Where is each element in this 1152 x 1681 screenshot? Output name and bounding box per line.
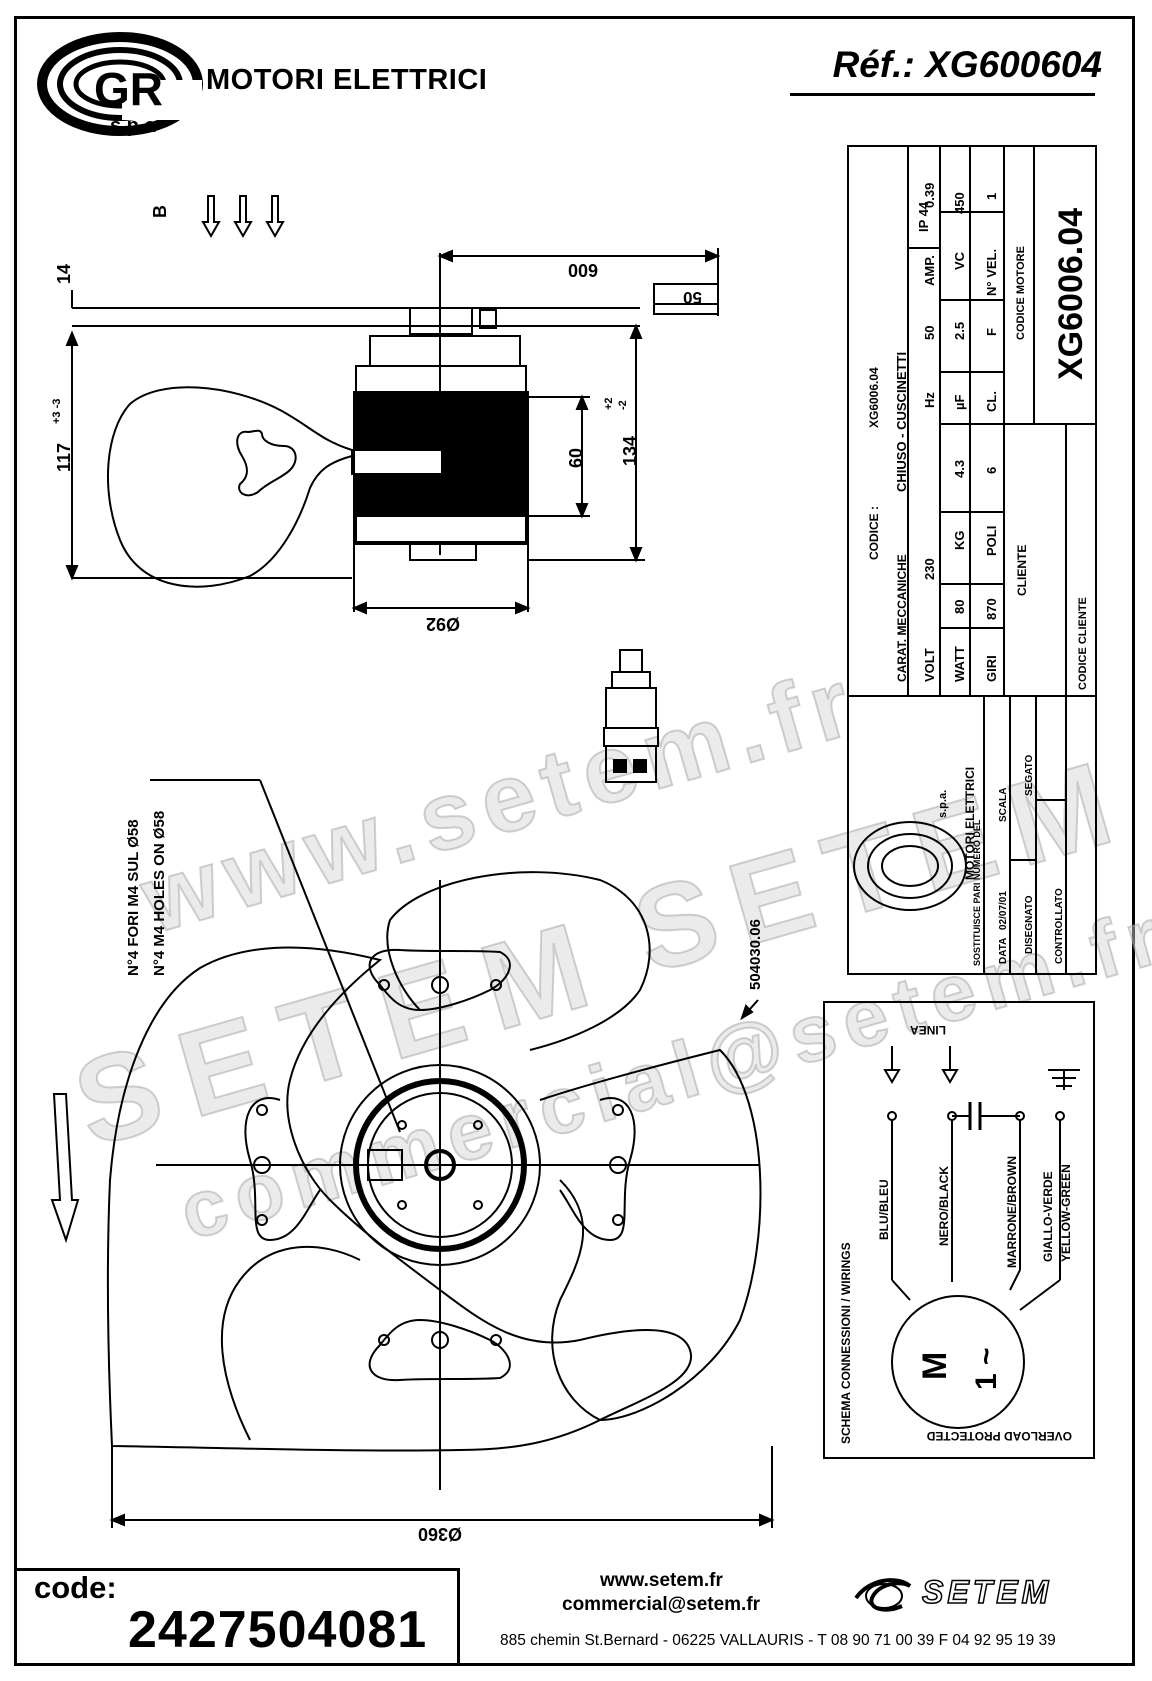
- motor-symbol: M: [916, 1352, 954, 1380]
- holes-label-en: N°4 M4 HOLES ON Ø58: [151, 811, 168, 976]
- spec-watt-label: WATT: [952, 646, 967, 682]
- dim-14: 14: [54, 264, 74, 284]
- footer-email[interactable]: commercial@setem.fr: [562, 1594, 761, 1615]
- dim-60: 60: [566, 448, 586, 468]
- code-label: code:: [34, 1570, 117, 1605]
- dim-134: 134: [620, 436, 640, 466]
- disegnato-label: DISEGNATO: [1024, 895, 1035, 954]
- data-label: DATA: [998, 938, 1009, 964]
- segato-label: SEGATO: [1024, 754, 1035, 796]
- sostituisce-label: SOSTITUISCE PARI NUMERO DEL: [972, 819, 982, 966]
- spec-nvel-label: N° VEL.: [984, 249, 999, 296]
- gr-logo: GR: [37, 32, 203, 136]
- spec-amp-value: 0.39: [922, 183, 937, 208]
- fan-front-view: [50, 779, 775, 1528]
- spec-kg-value: 4.3: [952, 460, 967, 478]
- spec-vc-label: VC: [952, 251, 967, 270]
- spec-vc-value: 450: [952, 192, 967, 214]
- spec-poli-value: 6: [984, 467, 999, 474]
- table-logo-spa: s.p.a.: [937, 790, 949, 818]
- phase-symbol: 1 ~: [970, 1347, 1003, 1390]
- linea-label: LINEA: [910, 1023, 946, 1037]
- spec-hz-value: 50: [922, 326, 937, 340]
- spec-table-lines: [847, 145, 1097, 975]
- airflow-label: B: [150, 205, 170, 218]
- tol-134-up: +2: [603, 397, 615, 410]
- spec-kg-label: KG: [952, 531, 967, 551]
- spec-watt-value: 80: [952, 600, 967, 614]
- dim-600: 600: [568, 260, 598, 280]
- codice-cliente-label: CODICE CLIENTE: [1077, 597, 1089, 690]
- codice-value: XG6006.04: [867, 367, 881, 428]
- spec-volt-value: 230: [922, 558, 937, 580]
- reference-title: Réf.: XG600604: [832, 44, 1102, 85]
- spec-giri-value: 870: [984, 598, 999, 620]
- spec-nvel-value: 1: [984, 193, 999, 200]
- tol-117: +3 -3: [51, 399, 63, 424]
- spec-hz-label: Hz: [922, 392, 937, 408]
- reference-underline: [790, 93, 1095, 96]
- brand-name: MOTORI ELETTRICI: [206, 64, 488, 96]
- wire-marrone: MARRONE/BROWN: [1005, 1156, 1019, 1268]
- fan-diameter: Ø360: [418, 1524, 462, 1544]
- dim-117: 117: [54, 443, 74, 472]
- wire-yellow: YELLOW-GREEN: [1059, 1164, 1073, 1262]
- footer-address: 885 chemin St.Bernard - 06225 VALLAURIS …: [500, 1632, 1056, 1649]
- footer-website[interactable]: www.setem.fr: [600, 1570, 723, 1591]
- scala-label: SCALA: [998, 788, 1009, 822]
- blade-code: 504030.06: [747, 919, 764, 990]
- overload-label: OVERLOAD PROTECTED: [926, 1429, 1072, 1443]
- carat-value: CHIUSO - CUSCINETTI: [894, 352, 909, 492]
- codice-motore-label: CODICE MOTORE: [1015, 246, 1027, 340]
- setem-logo: SETEM: [921, 1573, 1053, 1611]
- cliente-label: CLIENTE: [1015, 545, 1029, 596]
- code-value: 2427504081: [128, 1601, 428, 1659]
- codice-motore-value: XG6006.04: [1052, 208, 1090, 380]
- connector-drawing: [603, 649, 659, 783]
- spec-amp-label: AMP.: [922, 255, 937, 286]
- holes-label-it: N°4 FORI M4 SUL Ø58: [125, 819, 142, 976]
- wire-giallo: GIALLO-VERDE: [1041, 1171, 1055, 1262]
- dim-50: 50: [683, 288, 702, 307]
- tol-134-down: -2: [617, 400, 629, 410]
- wire-blu: BLU/BLEU: [877, 1179, 891, 1240]
- wiring-box-lines: [823, 1001, 1095, 1459]
- airflow-arrows: [201, 195, 285, 239]
- spec-giri-label: GIRI: [984, 655, 999, 682]
- setem-swoosh-icon: [854, 1578, 912, 1612]
- wiring-title: SCHEMA CONNESSIONI / WIRINGS: [839, 1242, 853, 1444]
- controllato-label: CONTROLLATO: [1054, 888, 1065, 964]
- spec-uf-label: µF: [952, 395, 967, 410]
- spec-poli-label: POLI: [984, 526, 999, 556]
- table-logo-brand: MOTORI ELETTRICI: [963, 767, 977, 880]
- spec-cl-label: CL.: [984, 391, 999, 412]
- wire-nero: NERO/BLACK: [937, 1166, 951, 1246]
- carat-label: CARAT. MECCANICHE: [895, 554, 909, 682]
- brand-suffix: s.p.a: [110, 115, 156, 137]
- ip-rating: IP 44: [916, 201, 931, 232]
- data-value: 02/07/01: [998, 891, 1009, 930]
- spec-uf-value: 2.5: [952, 322, 967, 340]
- logo-letters: GR: [94, 63, 163, 115]
- motor-side-view: [65, 248, 721, 615]
- spec-volt-label: VOLT: [922, 648, 937, 682]
- spec-cl-value: F: [984, 328, 999, 336]
- codice-label: CODICE :: [867, 506, 881, 560]
- drawing-frame: [14, 16, 1135, 1666]
- dim-92: Ø92: [426, 614, 460, 634]
- code-box: [14, 1568, 460, 1666]
